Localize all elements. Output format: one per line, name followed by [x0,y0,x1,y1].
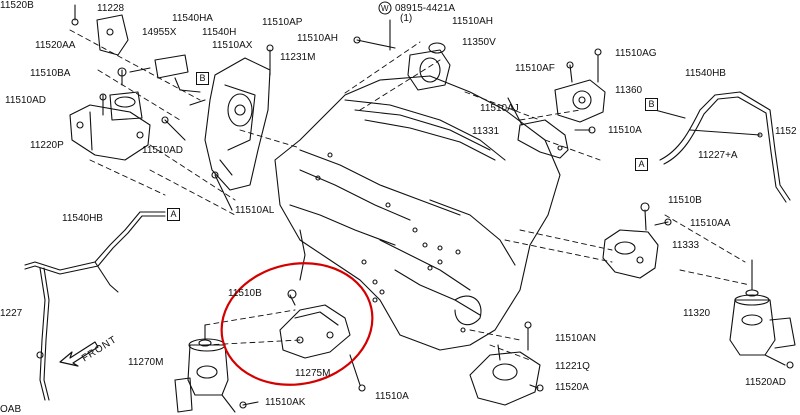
label-11510ak: 11510AK [265,397,306,408]
ref-box-b-left: B [196,72,209,85]
label-11228: 11228 [97,3,125,14]
mount-11270m [174,324,259,413]
highlight-circle [220,262,374,386]
mount-11360 [554,48,606,123]
label-11510aa-right: 11510AA [690,218,731,229]
label-11540h: 11540H [202,27,237,38]
label-11520a: 11520A [555,382,589,393]
label-11510a-right: 11510A [608,125,642,136]
label-11510an: 11510AN [555,333,596,344]
label-11510ag: 11510AG [615,48,657,59]
label-11510ax: 11510AX [212,40,253,51]
bracket-11275m [279,289,366,392]
label-11360: 11360 [615,85,643,96]
label-11331: 11331 [472,126,500,137]
label-11510ad-mid: 11510AD [142,145,183,156]
leader-lines [69,29,751,361]
washer-icon [378,1,392,15]
label-14955x: 14955X [142,27,177,38]
label-11510ah-right: 11510AH [452,16,493,27]
bracket-11231m [161,44,274,211]
washer-letter: W [381,4,389,13]
label-11540ha: 11540HA [172,13,213,24]
label-11540hb-right: 11540HB [685,68,726,79]
bracket-11220p [69,67,151,161]
label-11510ap: 11510AP [262,17,303,28]
front-arrow-icon [59,341,99,367]
bracket-11331 [507,97,596,159]
bracket-11228 [71,4,129,56]
mount-11320 [729,259,796,369]
label-11510a-bottom: 11510A [375,391,409,402]
mount-11350v [353,19,451,91]
label-11510ad-top: 11510AD [5,95,46,106]
label-08915-qty: (1) [400,13,413,24]
label-11275m: 11275M [295,368,331,379]
label-11333: 11333 [672,240,700,251]
label-11510b-right: 11510B [668,195,702,206]
ref-box-a-left: A [167,208,180,221]
label-08915: 08915-4421A [395,3,456,14]
hose-11540hb-left [24,211,166,401]
hose-11540hb-right [654,91,791,203]
label-11221q: 11221Q [555,361,590,372]
label-11350v: 11350V [462,37,496,48]
engine-block [274,75,561,351]
label-11270m: 11270M [128,357,164,368]
label-11227a: 11227+A [698,150,738,161]
label-11520ad: 11520AD [745,377,786,388]
ref-box-b-right: B [645,98,658,111]
label-11510aj: 11510AJ [480,103,519,114]
label-11520aa-top: 11520AA [35,40,76,51]
mount-11333 [602,202,672,279]
label-11510ah-left: 11510AH [297,33,338,44]
label-11510ba: 11510BA [30,68,71,79]
sensor-14955x [129,54,201,93]
label-11510b-center: 11510B [228,288,262,299]
ref-box-a-right: A [635,158,648,171]
label-11220p: 11220P [30,140,64,151]
label-1152-edge: 1152 [775,126,797,137]
label-11540hb-left: 11540HB [62,213,103,224]
label-11320: 11320 [683,308,711,319]
label-1227-edge: 1227 [0,308,23,319]
mount-11221q [469,321,544,406]
label-11231m: 11231M [280,52,316,63]
label-11520b: 11520B [0,0,34,11]
label-11510af: 11510AF [515,63,555,74]
label-oab-edge: OAB [0,404,22,415]
label-11510al: 11510AL [235,205,275,216]
